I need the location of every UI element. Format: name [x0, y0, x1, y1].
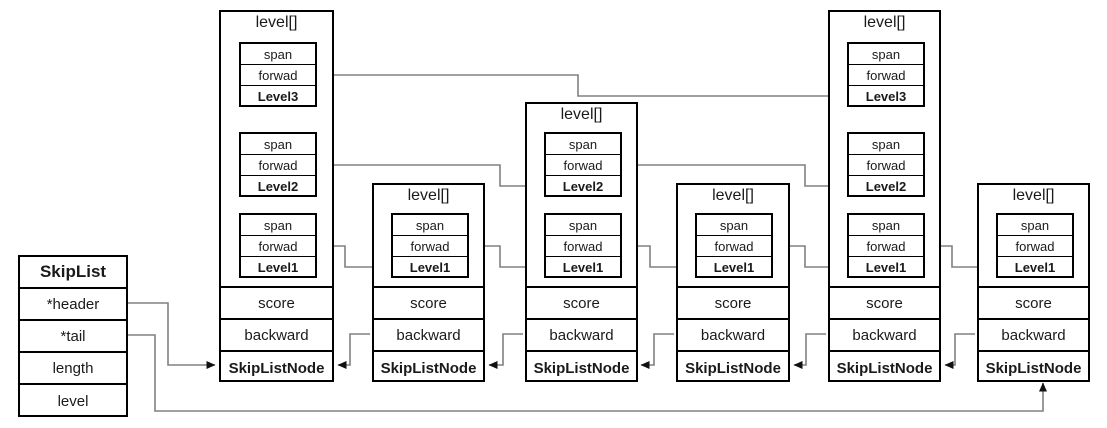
skiplist-field-tail: *tail — [20, 321, 126, 353]
node-4-score: score — [678, 288, 788, 320]
node-4-level-1-name: Level1 — [713, 259, 755, 275]
node-1-level-1-cell: span forwad Level1 — [239, 213, 317, 278]
node-5-level-1-cell: span forwad Level1 — [847, 213, 925, 278]
node-6-level-1-forward: forwad — [998, 236, 1072, 257]
wire-backward-node2-node1 — [337, 333, 370, 369]
skiplist-field-level: level — [57, 392, 89, 410]
node-5-level-2-span: span — [849, 134, 923, 155]
skiplist-title: SkipList — [20, 257, 126, 289]
wire-backward-node4-node3 — [640, 333, 674, 369]
node-2-level-array: level[] span forwad Level1 — [374, 185, 483, 288]
node-6-level-1-span: span — [998, 215, 1072, 236]
node-5-type: SkipListNode — [836, 359, 933, 377]
node-5-backward: backward — [830, 320, 939, 352]
node-6-level-1-name: Level1 — [1014, 259, 1056, 275]
node-4-level-1-forward: forwad — [697, 236, 771, 257]
node-5-level-1-name: Level1 — [865, 259, 907, 275]
wire-tail-to-node6 — [128, 334, 1047, 412]
skiplist-node-6: level[] span forwad Level1 score backwar… — [977, 183, 1090, 382]
skiplist-node-3: level[] span forwad Level2 span forwad L… — [525, 102, 638, 382]
node-6-type: SkipListNode — [985, 359, 1082, 377]
node-5-level-array-label: level[] — [863, 14, 906, 31]
node-6-backward: backward — [979, 320, 1088, 352]
node-4-level-array-label: level[] — [712, 187, 754, 204]
node-1-level-array-label: level[] — [255, 14, 298, 31]
node-4-backward: backward — [678, 320, 788, 352]
node-1-level-3-forward: forwad — [241, 65, 315, 86]
node-1-level-3-cell: span forwad Level3 — [239, 42, 317, 107]
node-5-level-1-span: span — [849, 215, 923, 236]
skiplist-field-length: length — [20, 353, 126, 385]
skiplist-field-header: *header — [20, 289, 126, 321]
node-5-level-2-cell: span forwad Level2 — [847, 132, 925, 197]
node-1-level-array: level[] span forwad Level3 span forwad L… — [221, 12, 332, 288]
node-5-level-2-name: Level2 — [865, 178, 907, 194]
node-5-level-array: level[] span forwad Level3 span forwad L… — [830, 12, 939, 288]
node-4-level-1-cell: span forwad Level1 — [695, 213, 773, 278]
node-3-backward: backward — [527, 320, 636, 352]
node-2-level-1-name: Level1 — [409, 259, 451, 275]
skiplist-node-2: level[] span forwad Level1 score backwar… — [372, 183, 485, 382]
node-6-score: score — [979, 288, 1088, 320]
node-1-level-3-span: span — [241, 44, 315, 65]
node-1-backward: backward — [221, 320, 332, 352]
node-2-type: SkipListNode — [380, 359, 477, 377]
node-4-level-1-span: span — [697, 215, 771, 236]
node-4-level-array: level[] span forwad Level1 — [678, 185, 788, 288]
node-1-level-1-forward: forwad — [241, 236, 315, 257]
node-1-level-1-name: Level1 — [257, 259, 299, 275]
node-5-level-3-cell: span forwad Level3 — [847, 42, 925, 107]
node-1-level-2-span: span — [241, 134, 315, 155]
node-4-type: SkipListNode — [685, 359, 781, 377]
node-6-level-array-label: level[] — [1012, 187, 1055, 204]
node-2-level-1-forward: forwad — [393, 236, 467, 257]
wire-backward-node6-node5 — [944, 333, 975, 369]
node-1-type: SkipListNode — [228, 359, 325, 377]
skiplist-struct: SkipList *header *tail length level — [18, 255, 128, 417]
node-3-level-1-cell: span forwad Level1 — [544, 213, 622, 278]
wire-l3-node1-node5 — [312, 74, 842, 100]
node-1-level-1-span: span — [241, 215, 315, 236]
node-5-level-3-span: span — [849, 44, 923, 65]
node-3-level-array-label: level[] — [560, 106, 603, 123]
wire-header-to-node1 — [128, 302, 216, 369]
node-3-level-2-name: Level2 — [562, 178, 604, 194]
skiplist-node-5: level[] span forwad Level3 span forwad L… — [828, 10, 941, 382]
node-2-backward: backward — [374, 320, 483, 352]
node-3-type: SkipListNode — [533, 359, 630, 377]
node-6-level-1-cell: span forwad Level1 — [996, 213, 1074, 278]
node-1-level-3-name: Level3 — [257, 88, 299, 104]
node-6-level-array: level[] span forwad Level1 — [979, 185, 1088, 288]
node-5-level-2-forward: forwad — [849, 155, 923, 176]
node-5-score: score — [830, 288, 939, 320]
node-1-level-2-forward: forwad — [241, 155, 315, 176]
node-1-level-2-name: Level2 — [257, 178, 299, 194]
wire-backward-node3-node2 — [488, 333, 523, 369]
wire-l2-node1-node3 — [312, 164, 547, 190]
node-3-level-1-name: Level1 — [562, 259, 604, 275]
node-1-level-2-cell: span forwad Level2 — [239, 132, 317, 197]
node-2-score: score — [374, 288, 483, 320]
skiplist-node-4: level[] span forwad Level1 score backwar… — [676, 183, 790, 382]
node-3-level-array: level[] span forwad Level2 span forwad L… — [527, 104, 636, 288]
node-3-level-2-span: span — [546, 134, 620, 155]
skiplist-node-1: level[] span forwad Level3 span forwad L… — [219, 10, 334, 382]
node-2-level-1-cell: span forwad Level1 — [391, 213, 469, 278]
node-3-level-2-cell: span forwad Level2 — [544, 132, 622, 197]
node-5-level-3-forward: forwad — [849, 65, 923, 86]
node-5-level-1-forward: forwad — [849, 236, 923, 257]
wire-l2-node3-node5 — [616, 164, 842, 190]
node-1-score: score — [221, 288, 332, 320]
wire-backward-node5-node4 — [793, 333, 826, 369]
node-3-level-1-forward: forwad — [546, 236, 620, 257]
node-3-score: score — [527, 288, 636, 320]
node-3-level-2-forward: forwad — [546, 155, 620, 176]
node-2-level-1-span: span — [393, 215, 467, 236]
node-5-level-3-name: Level3 — [865, 88, 907, 104]
node-3-level-1-span: span — [546, 215, 620, 236]
node-2-level-array-label: level[] — [407, 187, 450, 204]
